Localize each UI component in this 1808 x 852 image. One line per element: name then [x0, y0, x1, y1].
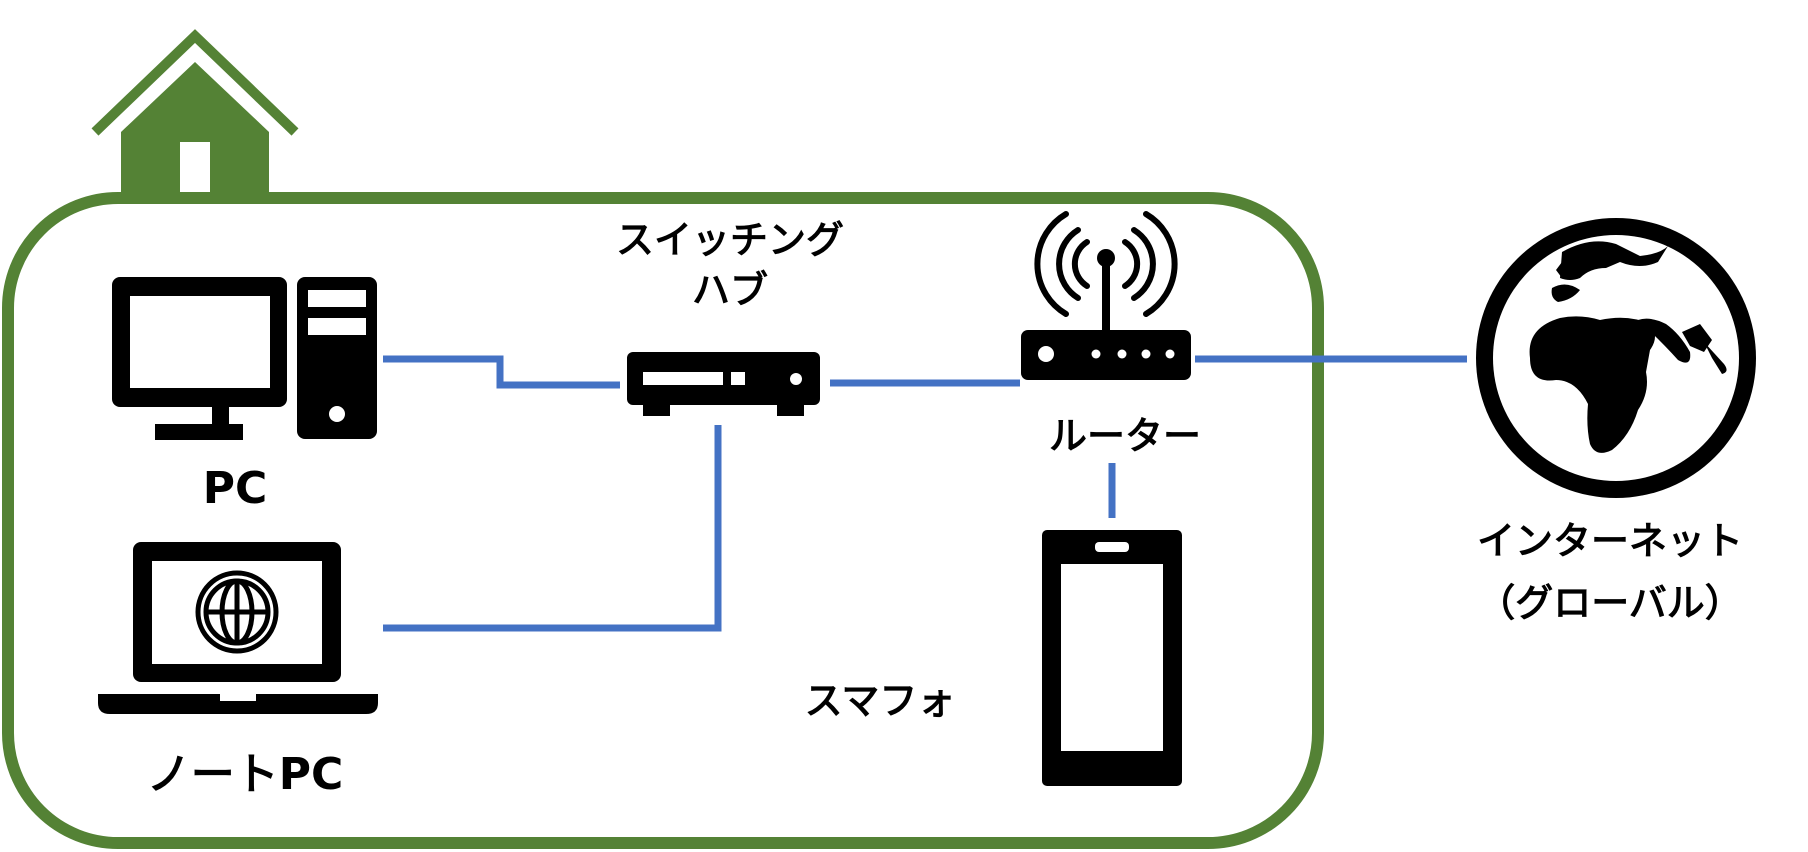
smartphone-icon — [1042, 530, 1182, 786]
pc-label: PC — [202, 463, 268, 514]
network-links — [383, 355, 1467, 632]
wifi-waves-icon — [1034, 211, 1178, 317]
globe-icon — [1476, 218, 1756, 498]
home-boundary — [2, 192, 1324, 849]
laptop-globe-icon — [195, 570, 279, 654]
continents-icon — [1529, 241, 1727, 453]
internet-label-line2: （グローバル） — [1477, 581, 1743, 625]
house-icon — [91, 29, 299, 198]
internet-label-line1: インターネット — [1476, 519, 1743, 563]
notebook-label: ノートPC — [146, 749, 344, 800]
router-label: ルーター — [1048, 414, 1201, 458]
switching-hub-icon — [627, 352, 820, 416]
laptop-icon — [98, 542, 378, 714]
wifi-router-icon — [1021, 211, 1191, 380]
link-notebook-hub — [383, 425, 722, 632]
switching-hub-label-line2: ハブ — [691, 268, 768, 312]
pc-tower-icon — [297, 277, 377, 439]
desktop-computer-icon — [112, 277, 377, 440]
internet-label: インターネット （グローバル） — [1420, 510, 1800, 634]
switching-hub-label: スイッチング ハブ — [560, 215, 900, 315]
link-pc-hub — [383, 355, 620, 389]
home-frame — [2, 192, 1324, 849]
switching-hub-label-line1: スイッチング — [615, 218, 844, 262]
smartphone-label: スマフォ — [804, 679, 956, 723]
